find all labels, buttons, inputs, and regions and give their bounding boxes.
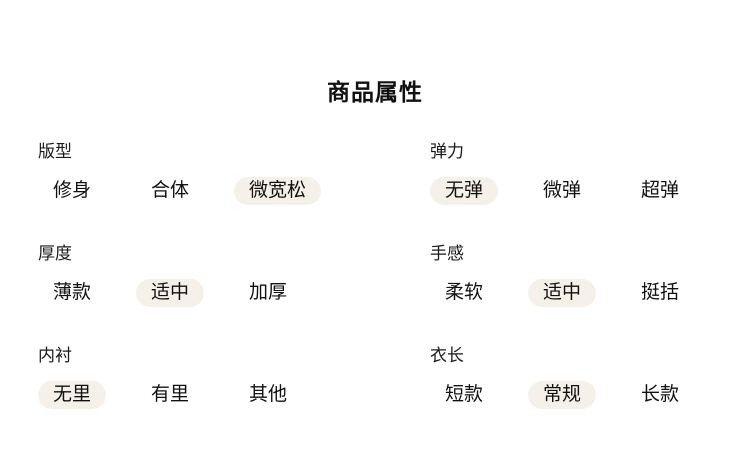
attribute-option-lining-3[interactable]: 其他 <box>234 381 302 409</box>
attribute-option-thickness-3[interactable]: 加厚 <box>234 279 302 307</box>
attribute-option-lining-1[interactable]: 无里 <box>38 381 107 409</box>
attribute-option-hand-feel-3[interactable]: 挺括 <box>626 279 694 307</box>
attribute-options-row-thickness: 薄款 适中 加厚 <box>38 279 430 307</box>
attribute-group-label-elasticity: 弹力 <box>430 142 464 161</box>
attribute-options-row-lining: 无里 有里 其他 <box>38 381 430 409</box>
attribute-option-elasticity-3[interactable]: 超弹 <box>626 177 694 205</box>
attribute-option-hand-feel-1[interactable]: 柔软 <box>430 279 498 307</box>
attribute-group-garment-length: 衣长 短款 常规 长款 <box>430 345 730 410</box>
attribute-group-lining: 内衬 无里 有里 其他 <box>38 345 430 410</box>
attribute-option-fit-3[interactable]: 微宽松 <box>234 177 322 205</box>
attribute-group-label-garment-length: 衣长 <box>430 346 464 365</box>
attribute-group-elasticity: 弹力 无弹 微弹 超弹 <box>430 141 730 206</box>
attribute-group-fit: 版型 修身 合体 微宽松 <box>38 141 430 206</box>
attribute-option-thickness-2[interactable]: 适中 <box>136 279 205 307</box>
attribute-option-fit-1[interactable]: 修身 <box>38 177 106 205</box>
attribute-options-row-garment-length: 短款 常规 长款 <box>430 381 730 409</box>
attribute-option-lining-2[interactable]: 有里 <box>136 381 204 409</box>
attribute-option-thickness-1[interactable]: 薄款 <box>38 279 106 307</box>
attribute-groups-grid: 版型 修身 合体 微宽松 弹力 无弹 微弹 超弹 厚度 薄款 适中 加厚 手感 柔软 适中 挺括… <box>38 141 730 410</box>
attribute-option-elasticity-1[interactable]: 无弹 <box>430 177 499 205</box>
attribute-option-garment-length-1[interactable]: 短款 <box>430 381 498 409</box>
attribute-options-row-fit: 修身 合体 微宽松 <box>38 177 430 205</box>
attribute-group-label-thickness: 厚度 <box>38 244 72 263</box>
attribute-option-fit-2[interactable]: 合体 <box>136 177 204 205</box>
attribute-option-garment-length-3[interactable]: 长款 <box>626 381 694 409</box>
page-title: 商品属性 <box>327 79 423 106</box>
attribute-group-thickness: 厚度 薄款 适中 加厚 <box>38 243 430 308</box>
attribute-group-hand-feel: 手感 柔软 适中 挺括 <box>430 243 730 308</box>
attribute-option-hand-feel-2[interactable]: 适中 <box>528 279 597 307</box>
attribute-options-row-hand-feel: 柔软 适中 挺括 <box>430 279 730 307</box>
attribute-option-elasticity-2[interactable]: 微弹 <box>528 177 596 205</box>
attribute-group-label-lining: 内衬 <box>38 346 72 365</box>
attribute-options-row-elasticity: 无弹 微弹 超弹 <box>430 177 730 205</box>
attribute-group-label-hand-feel: 手感 <box>430 244 464 263</box>
attribute-group-label-fit: 版型 <box>38 142 72 161</box>
attribute-option-garment-length-2[interactable]: 常规 <box>528 381 597 409</box>
